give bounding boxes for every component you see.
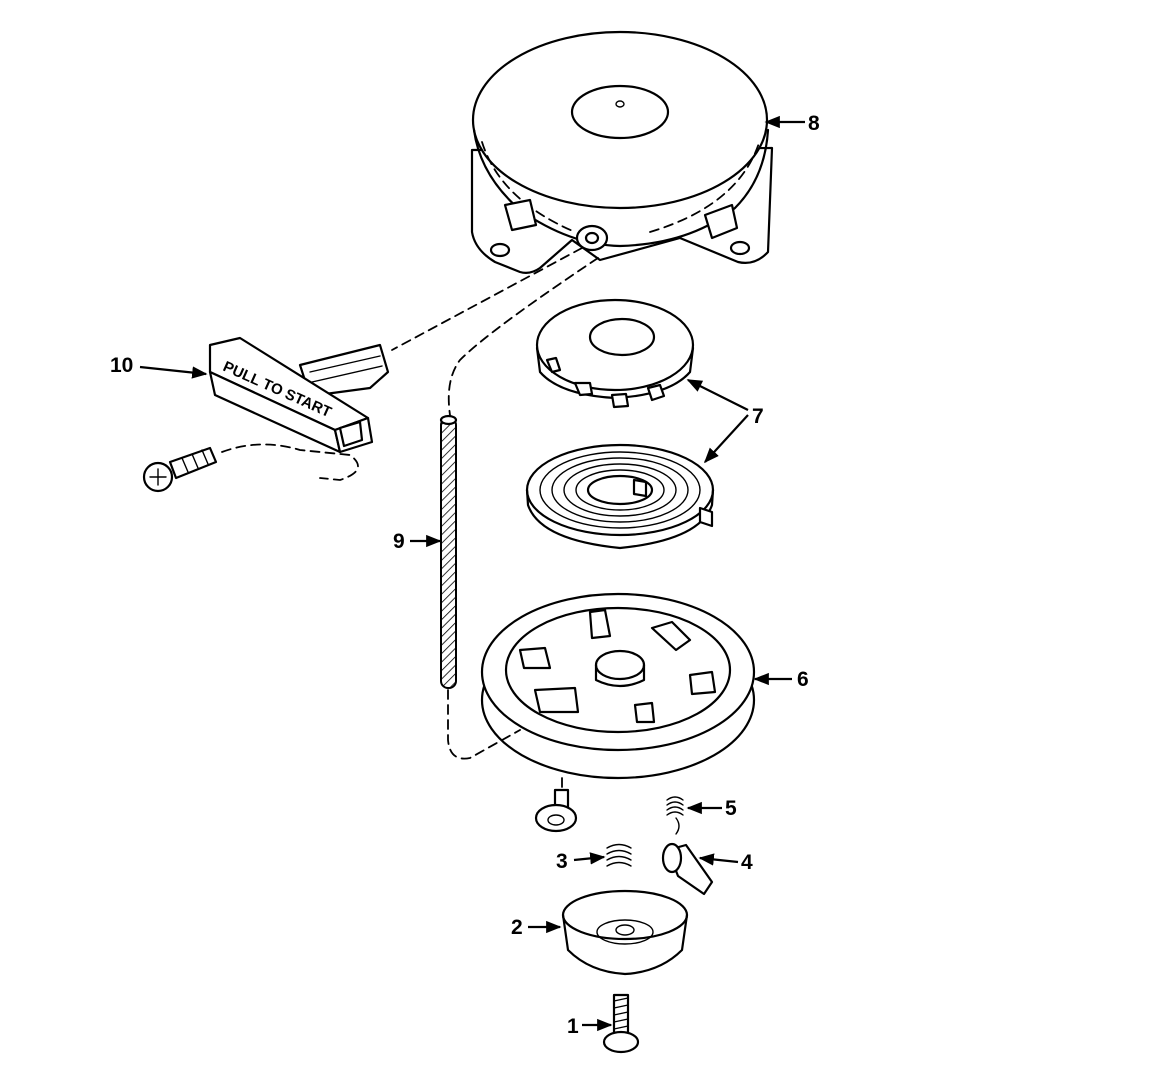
- callout-10: 10: [110, 354, 133, 377]
- pulley-part-6: [480, 592, 756, 780]
- assembly-lines: [221, 247, 599, 791]
- pawl-part-4: [661, 842, 714, 896]
- callout-7: 7: [752, 405, 764, 428]
- pawl-pin: [534, 788, 578, 833]
- callout-4: 4: [741, 851, 753, 874]
- recoil-spring-part-7: [525, 443, 715, 550]
- callout-8: 8: [808, 112, 820, 135]
- callout-labels: 8 7 6 9 10 5 4 3 2 1: [110, 112, 820, 1038]
- rope-part-9: [439, 414, 458, 689]
- callout-6: 6: [797, 668, 809, 691]
- callout-1: 1: [567, 1015, 579, 1038]
- retainer-part-2: [561, 889, 689, 976]
- callout-3: 3: [556, 850, 568, 873]
- callout-9: 9: [393, 530, 405, 553]
- spring-part-3: [606, 843, 632, 867]
- leader-arrows: [139, 115, 805, 1032]
- spring-cup-part-7: [535, 298, 695, 409]
- callout-5: 5: [725, 797, 737, 820]
- handle-screw: [142, 446, 218, 493]
- housing-part-8: [470, 30, 774, 274]
- handle-part-10: PULL TO START: [208, 336, 390, 454]
- callout-2: 2: [511, 916, 523, 939]
- screw-part-1: [602, 993, 640, 1054]
- spring-part-5: [666, 796, 684, 835]
